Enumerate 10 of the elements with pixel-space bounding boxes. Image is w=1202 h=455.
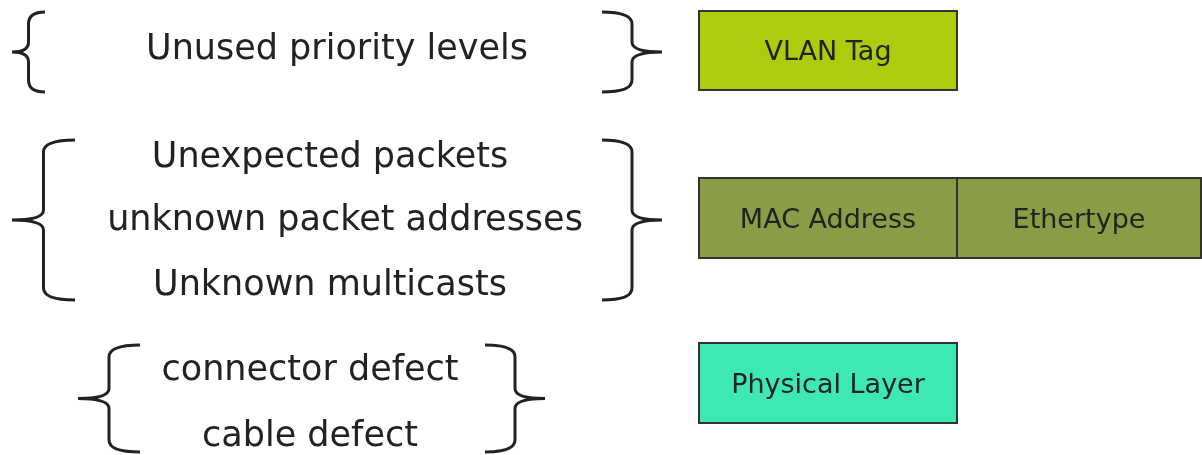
label-text: Unknown multicasts — [153, 265, 507, 301]
label-text: unknown packet addresses — [107, 200, 583, 236]
label-text: connector defect — [161, 350, 459, 386]
label-text: Unused priority levels — [146, 29, 528, 65]
label-text: cable defect — [202, 416, 418, 452]
label-text: Unexpected packets — [151, 137, 509, 173]
field-box: Ethertype — [956, 177, 1202, 259]
field-box: Physical Layer — [698, 342, 958, 424]
field-box: VLAN Tag — [698, 10, 958, 91]
field-box: MAC Address — [698, 177, 958, 259]
